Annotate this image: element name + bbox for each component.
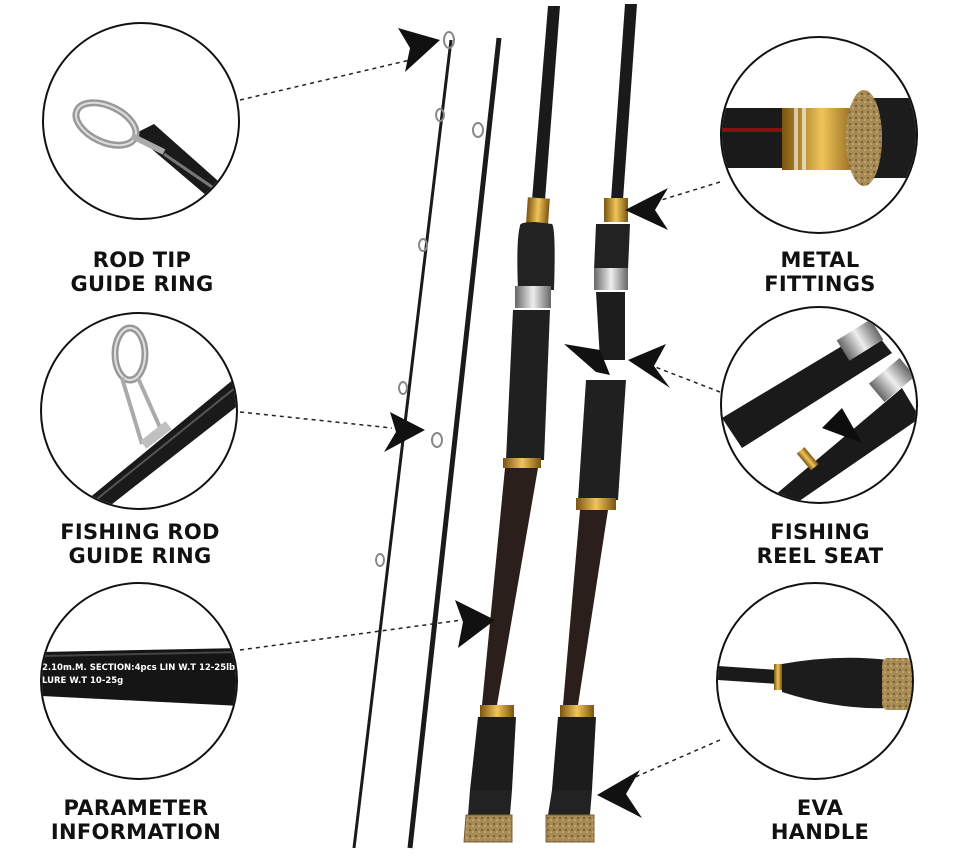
rod-tip-section-1 (352, 39, 453, 849)
rod-tip-guide-icon (72, 99, 238, 218)
arrow-parameter (455, 600, 495, 648)
pointer-arrows (384, 28, 670, 818)
arrow-rod-tip (398, 28, 440, 72)
label-metal-fittings: METAL FITTINGS (764, 248, 876, 296)
label-rod-tip: ROD TIP GUIDE RING (70, 248, 214, 296)
eva-handle-icon (718, 657, 912, 710)
detail-circle-metal-fittings (720, 36, 918, 234)
parameter-text-line-2: LURE W.T 10-25g (42, 676, 124, 686)
leader-lines (239, 59, 721, 786)
label-eva-handle: EVA HANDLE (770, 796, 870, 844)
arrow-guide-ring (384, 412, 425, 452)
label-reel-seat: FISHING REEL SEAT (756, 520, 884, 568)
detail-circle-rod-tip (42, 22, 240, 220)
detail-circle-eva-handle (716, 582, 914, 780)
label-guide-ring: FISHING ROD GUIDE RING (60, 520, 220, 568)
casting-rod (545, 4, 637, 843)
label-parameter: PARAMETER INFORMATION (50, 796, 222, 844)
rod-tip-section-2 (407, 37, 502, 849)
guide-ring-icon (82, 324, 236, 508)
thin-rod-guides (375, 31, 484, 567)
metal-fittings-icon (722, 90, 916, 186)
arrow-eva (597, 770, 642, 818)
detail-circle-guide-ring (40, 312, 238, 510)
parameter-rod-icon (42, 648, 236, 706)
detail-circle-parameter: 2.10m.M. SECTION:4pcs LIN W.T 12-25lb LU… (40, 582, 238, 780)
reel-seat-icon (722, 319, 916, 502)
spinning-rod (463, 6, 560, 843)
parameter-text-line-1: 2.10m.M. SECTION:4pcs LIN W.T 12-25lb (42, 663, 236, 673)
arrow-metal (625, 188, 668, 230)
detail-circle-reel-seat (720, 306, 918, 504)
arrow-reel-seat (628, 344, 670, 388)
